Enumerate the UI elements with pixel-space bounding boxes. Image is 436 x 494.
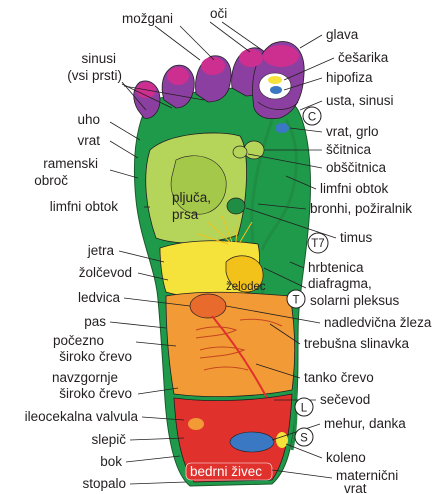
label-usta-sinusi: usta, sinusi <box>326 93 394 108</box>
label-vrat-grlo: vrat, grlo <box>326 124 379 139</box>
marker-c-text: C <box>308 112 316 124</box>
kidney <box>190 294 226 318</box>
label-navzgornje: navzgornje <box>52 370 118 385</box>
label-navzgornje-siroko: široko črevo <box>59 386 132 401</box>
label-uho: uho <box>77 112 100 127</box>
lung-lobe <box>171 156 226 214</box>
label-obroc: obroč <box>34 173 68 188</box>
toe-tip-big <box>263 45 299 67</box>
marker-t7-text: T7 <box>311 238 324 250</box>
label-trebusna: trebušna slinavka <box>304 336 410 351</box>
toe-tip-fourth <box>167 67 189 85</box>
label-oci: oči <box>210 6 227 21</box>
neck-spot <box>275 123 289 133</box>
label-cesarika: češarika <box>338 50 389 65</box>
label-pas: pas <box>84 314 106 329</box>
hipofiza-spot <box>270 86 282 94</box>
label-ramenski: ramenski <box>43 156 98 171</box>
intestine-zone <box>166 292 295 396</box>
knee-spot <box>276 432 288 448</box>
label-jetra: jetra <box>87 243 115 258</box>
label-ledvica: ledvica <box>78 290 121 305</box>
label-diafragma: diafragma, <box>308 276 372 291</box>
label-obscitnica: obščitnica <box>326 160 387 175</box>
label-nadledvicna: nadledvična žleza <box>324 315 432 330</box>
toe-tip-third <box>201 57 225 75</box>
marker-l-text: L <box>301 403 308 415</box>
label-slepic: slepič <box>91 432 126 447</box>
label-timus: timus <box>340 230 373 245</box>
label-pocezno-siroko: široko črevo <box>59 349 132 364</box>
marker-t-text: T <box>292 295 299 307</box>
parathyroid <box>233 146 247 158</box>
label-vsi-prsti: (vsi prsti) <box>67 68 122 83</box>
label-bronhi: bronhi, požiralnik <box>310 201 412 216</box>
label-limfni-obtok-right: limfni obtok <box>320 181 389 196</box>
label-mozgani: možgani <box>122 11 173 26</box>
label-zelodec: želodec <box>226 281 266 293</box>
label-prsa: prsa <box>172 207 199 222</box>
label-hrbtenica: hrbtenica <box>308 260 364 275</box>
toe-tip-second <box>239 49 263 67</box>
thymus <box>227 198 245 214</box>
label-sinusi: sinusi <box>81 51 116 66</box>
label-koleno: koleno <box>326 450 366 465</box>
label-stopalo: stopalo <box>82 476 126 491</box>
label-ileocekalna: ileocekalna valvula <box>25 409 139 424</box>
label-vrat: vrat <box>77 133 100 148</box>
label-limfni-obtok-left: limfni obtok <box>50 199 119 214</box>
label-mehur: mehur, danka <box>324 416 406 431</box>
label-zolcevod: žolčevod <box>79 265 132 280</box>
label-secevod: sečevod <box>320 392 370 407</box>
label-scitnica: ščitnica <box>326 142 372 157</box>
foot-illustration <box>134 42 311 486</box>
label-hipofiza: hipofiza <box>326 70 373 85</box>
label-pljuca: pljuča, <box>172 190 211 205</box>
label-tanko: tanko črevo <box>304 370 374 385</box>
label-maternicni-vrat: vrat <box>344 481 367 494</box>
cesarika-spot <box>268 76 282 84</box>
appendix-spot <box>188 418 204 430</box>
label-solarni-pleksus: solarni pleksus <box>310 293 400 308</box>
label-bedrni-zivec: bedrni živec <box>190 464 262 479</box>
right-labels: glava češarika hipofiza usta, sinusi vra… <box>304 27 432 494</box>
marker-s-text: S <box>300 433 308 445</box>
label-bok: bok <box>100 454 122 469</box>
bladder-spot <box>230 432 274 452</box>
label-pocezno: počezno <box>53 333 104 348</box>
label-glava: glava <box>326 27 359 42</box>
